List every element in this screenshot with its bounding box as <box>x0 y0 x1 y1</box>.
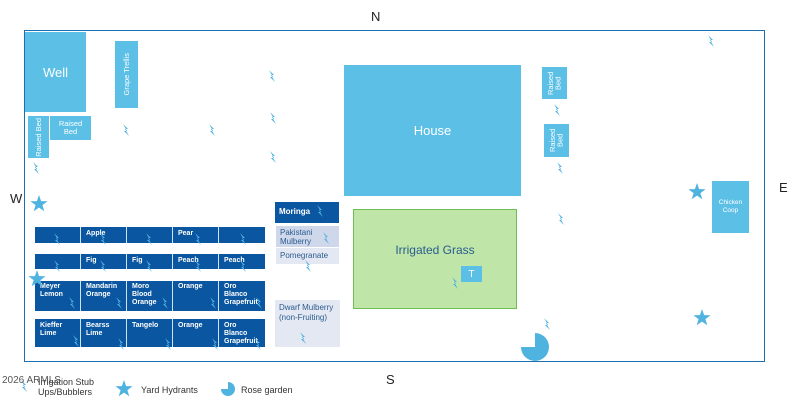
well-label: Well <box>42 64 69 80</box>
copyright-footer: 2026 ARMLS <box>2 375 61 386</box>
orchard-divider <box>172 227 173 243</box>
tree-label-pear: Pear <box>178 230 194 237</box>
orchard-divider <box>126 319 127 347</box>
orchard-row-1 <box>35 227 265 243</box>
tree-label-meyer-lemon: Meyer Lemon <box>40 283 63 298</box>
orchard-divider <box>172 319 173 347</box>
compass-north: N <box>371 9 381 24</box>
grass-marker: T <box>461 266 482 282</box>
orchard-divider <box>80 227 81 243</box>
pakistani-mulberry-label: Pakistani Mulberry <box>280 228 313 246</box>
dwarf-mulberry: Dwarf Mulberry (non-Fruiting) <box>275 300 340 347</box>
irrigated-grass: Irrigated Grass <box>353 209 517 309</box>
pakistani-mulberry: Pakistani Mulberry <box>276 226 339 247</box>
orchard-divider <box>172 254 173 269</box>
raised-bed-east-1: Raised Bed <box>542 67 567 99</box>
moringa: Moringa <box>275 202 339 223</box>
tree-label-peach: Peach <box>178 257 199 264</box>
dwarf-mulberry-label: Dwarf Mulberry (non-Fruiting) <box>279 303 334 322</box>
legend-rose-icon <box>221 382 235 396</box>
legend-irrigation-label: Irrigation Stub Ups/Bubblers <box>38 377 95 397</box>
tree-label-oro-blanco-grapefruit: Oro Blanco Grapefruit <box>224 283 258 306</box>
orchard-divider <box>126 254 127 269</box>
orchard-divider <box>218 254 219 269</box>
tree-label-bearss-lime: Bearss Lime <box>86 322 110 337</box>
pomegranate-label: Pomegranate <box>280 251 329 260</box>
pomegranate: Pomegranate <box>276 248 339 264</box>
tree-label-tangelo: Tangelo <box>132 322 159 329</box>
tree-label-peach: Peach <box>224 257 245 264</box>
raised-bed-east-2: Raised Bed <box>544 124 569 157</box>
compass-west: W <box>10 191 23 206</box>
orchard-divider <box>126 281 127 311</box>
legend-hydrants-label: Yard Hydrants <box>141 385 198 395</box>
well: Well <box>25 32 86 112</box>
tree-label-orange: Orange <box>178 322 203 329</box>
orchard-divider <box>218 319 219 347</box>
raised-bed-label: Raised Bed <box>546 71 563 95</box>
property-boundary <box>24 30 765 362</box>
house: House <box>344 65 521 196</box>
orchard-divider <box>218 281 219 311</box>
grape-trellis-label: Grape Trellis <box>121 53 131 96</box>
orchard-divider <box>80 319 81 347</box>
orchard-divider <box>126 227 127 243</box>
grape-trellis: Grape Trellis <box>115 41 138 108</box>
raised-bed-label: Raised Bed <box>548 128 565 153</box>
legend-hydrant-icon <box>115 380 133 397</box>
house-label: House <box>413 123 452 138</box>
moringa-label: Moringa <box>279 207 311 216</box>
tree-label-moro-blood-orange: Moro Blood Orange <box>132 283 157 306</box>
orchard-divider <box>80 254 81 269</box>
raised-bed-west-vertical: Raised Bed <box>28 116 49 158</box>
orchard-divider <box>218 227 219 243</box>
irrigated-grass-label: Irrigated Grass <box>395 243 475 257</box>
compass-east: E <box>779 180 788 195</box>
tree-label-fig: Fig <box>132 257 143 264</box>
raised-bed-label: Raised Bed <box>33 117 43 157</box>
raised-bed-label: Raised Bed <box>58 119 83 136</box>
orchard-divider <box>172 281 173 311</box>
tree-label-kieffer-lime: Kieffer Lime <box>40 322 63 337</box>
orchard-divider <box>80 281 81 311</box>
compass-south: S <box>386 372 395 387</box>
raised-bed-west-horizontal: Raised Bed <box>50 116 91 140</box>
tree-label-orange: Orange <box>178 283 203 290</box>
tree-label-fig: Fig <box>86 257 97 264</box>
tree-label-apple: Apple <box>86 230 106 237</box>
grass-marker-label: T <box>468 268 475 280</box>
chicken-coop-label: Chicken Coop <box>718 199 743 214</box>
tree-label-oro-blanco-grapefruit: Oro Blanco Grapefruit <box>224 322 258 345</box>
legend-rose-label: Rose garden <box>241 385 293 395</box>
chicken-coop: Chicken Coop <box>712 181 749 233</box>
tree-label-mandarin-orange: Mandarin Orange <box>86 283 118 298</box>
